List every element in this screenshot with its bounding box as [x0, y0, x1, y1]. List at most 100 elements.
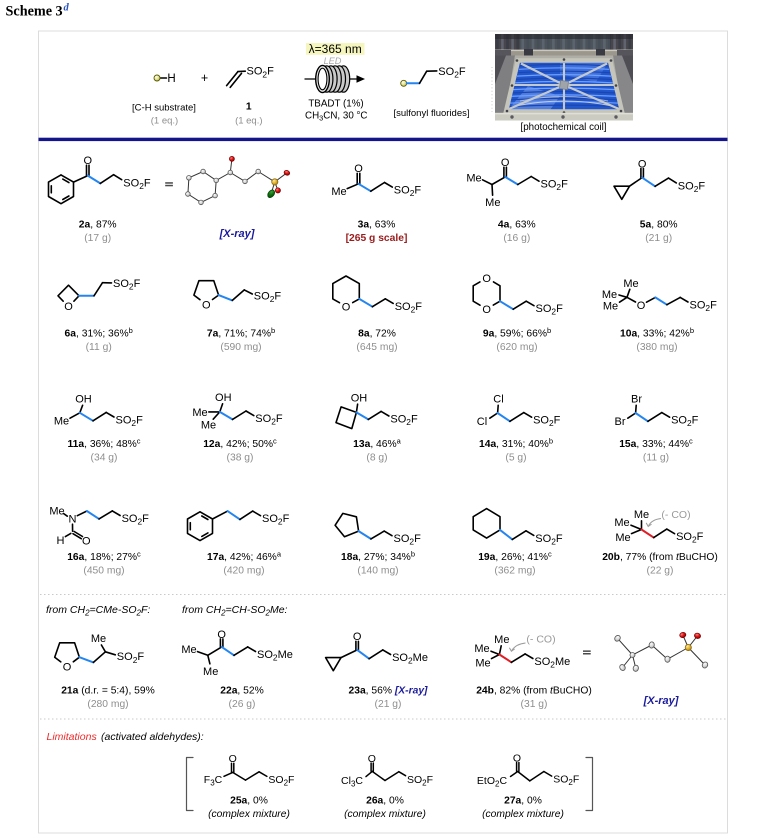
svg-text:10a, 33%; 42%b: 10a, 33%; 42%b — [620, 326, 694, 340]
svg-text:SO2​F: SO2​F — [117, 651, 145, 665]
svg-text:O: O — [84, 155, 93, 167]
svg-text:O: O — [501, 157, 510, 169]
svg-text:F3​C: F3​C — [204, 774, 223, 788]
svg-text:O: O — [82, 535, 91, 547]
svg-text:SO2​F: SO2​F — [553, 774, 579, 788]
svg-text:(1 eq.): (1 eq.) — [151, 115, 178, 126]
svg-text:Me: Me — [91, 633, 106, 645]
svg-text:O: O — [229, 753, 237, 765]
svg-text:Me: Me — [201, 419, 216, 431]
svg-text:LED: LED — [324, 56, 342, 66]
svg-text:SO2​F: SO2​F — [395, 301, 423, 315]
svg-text:Me: Me — [494, 634, 509, 646]
svg-text:SO2​F: SO2​F — [268, 774, 294, 788]
svg-text:O: O — [64, 301, 73, 313]
svg-text:O: O — [368, 753, 376, 765]
svg-text:SO2​F: SO2​F — [536, 303, 564, 317]
svg-text:SO2​F: SO2​F — [407, 774, 433, 788]
svg-text:Me: Me — [603, 300, 618, 312]
svg-text:(17 g): (17 g) — [84, 233, 111, 244]
svg-text:(645 mg): (645 mg) — [356, 342, 397, 353]
svg-text:O: O — [638, 158, 647, 170]
svg-text:(complex mixture): (complex mixture) — [344, 809, 426, 820]
svg-text:SO2​F: SO2​F — [394, 185, 422, 199]
svg-text:[X-ray]: [X-ray] — [219, 228, 255, 240]
svg-text:OH: OH — [75, 393, 92, 405]
svg-text:(16 g): (16 g) — [503, 233, 530, 244]
svg-text:1: 1 — [246, 102, 252, 113]
svg-text:(8 g): (8 g) — [366, 453, 387, 464]
svg-text:N: N — [69, 514, 77, 526]
svg-text:24b, 82% (from tBuCHO): 24b, 82% (from tBuCHO) — [476, 686, 592, 697]
svg-text:Scheme 3: Scheme 3 — [6, 3, 63, 19]
svg-text:Me: Me — [474, 643, 489, 655]
svg-text:SO2​Me: SO2​Me — [392, 652, 428, 666]
svg-text:EtO2​C: EtO2​C — [477, 775, 508, 789]
svg-text:(31 g): (31 g) — [521, 699, 548, 710]
svg-text:SO2​F: SO2​F — [123, 178, 151, 192]
svg-text:25a, 0%: 25a, 0% — [230, 796, 268, 807]
svg-text:O: O — [513, 752, 521, 764]
svg-text:λ=365 nm: λ=365 nm — [309, 42, 362, 56]
svg-text:26a, 0%: 26a, 0% — [366, 796, 404, 807]
svg-text:from CH2=CH-SO2Me:: from CH2=CH-SO2Me: — [182, 604, 288, 618]
svg-text:O: O — [637, 300, 646, 312]
svg-text:Me: Me — [203, 666, 218, 678]
svg-text:22a, 52%: 22a, 52% — [220, 686, 264, 697]
svg-text:d: d — [64, 3, 70, 14]
svg-text:SO2​F: SO2​F — [113, 278, 141, 292]
svg-text:15a, 33%; 44%c: 15a, 33%; 44%c — [619, 437, 693, 451]
svg-text:(1 eq.): (1 eq.) — [235, 115, 262, 126]
svg-text:9a, 59%; 66%b: 9a, 59%; 66%b — [483, 326, 551, 340]
svg-text:(5 g): (5 g) — [505, 453, 526, 464]
svg-text:[photochemical coil]: [photochemical coil] — [520, 122, 606, 133]
svg-text:(26 g): (26 g) — [229, 699, 256, 710]
svg-text:(280 mg): (280 mg) — [87, 699, 128, 710]
svg-text:4a, 63%: 4a, 63% — [498, 220, 536, 231]
svg-text:(22 g): (22 g) — [647, 566, 674, 577]
svg-text:O: O — [342, 301, 351, 313]
svg-text:[265 g scale]: [265 g scale] — [346, 233, 408, 244]
svg-text:Me: Me — [475, 657, 490, 669]
svg-text:12a, 42%; 50%c: 12a, 42%; 50%c — [203, 437, 277, 451]
svg-text:Me: Me — [49, 505, 64, 517]
svg-text:17a, 42%; 46%a: 17a, 42%; 46%a — [207, 550, 282, 564]
svg-text:O: O — [202, 299, 211, 311]
svg-text:SO2​F: SO2​F — [255, 413, 283, 427]
svg-text:O: O — [354, 163, 363, 175]
svg-text:Cl: Cl — [477, 416, 487, 428]
svg-text:(activated aldehydes):: (activated aldehydes): — [101, 731, 204, 743]
svg-text:Br: Br — [631, 393, 642, 405]
svg-text:(- CO): (- CO) — [661, 509, 690, 521]
svg-text:SO2​Me: SO2​Me — [257, 649, 293, 663]
svg-text:6a, 31%; 36%b: 6a, 31%; 36%b — [65, 326, 133, 340]
svg-text:Me: Me — [634, 509, 649, 521]
svg-text:H: H — [167, 73, 175, 85]
svg-text:SO2​F: SO2​F — [262, 513, 290, 527]
svg-text:20b, 77% (from tBuCHO): 20b, 77% (from tBuCHO) — [602, 552, 718, 563]
svg-text:[C-H substrate]: [C-H substrate] — [132, 103, 196, 114]
svg-text:SO2​F: SO2​F — [390, 413, 418, 427]
svg-text:(140 mg): (140 mg) — [357, 566, 398, 577]
svg-text:(11 g): (11 g) — [86, 342, 112, 353]
svg-text:Me: Me — [614, 517, 629, 529]
svg-text:SO2​F: SO2​F — [116, 414, 144, 428]
svg-text:(450 mg): (450 mg) — [83, 566, 124, 577]
svg-text:(- CO): (- CO) — [526, 634, 555, 646]
svg-text:21a (d.r. = 5:4), 59%: 21a (d.r. = 5:4), 59% — [61, 686, 155, 697]
svg-text:O: O — [482, 304, 491, 316]
svg-text:(620 mg): (620 mg) — [496, 342, 537, 353]
svg-text:(34 g): (34 g) — [91, 453, 118, 464]
svg-text:O: O — [63, 661, 72, 673]
svg-text:(362 mg): (362 mg) — [494, 566, 535, 577]
svg-text:27a, 0%: 27a, 0% — [504, 796, 542, 807]
svg-text:Me: Me — [602, 289, 617, 301]
svg-text:18a, 27%; 34%b: 18a, 27%; 34%b — [341, 550, 415, 564]
svg-text:Me: Me — [181, 644, 196, 656]
svg-text:(11 g): (11 g) — [643, 453, 669, 464]
svg-text:O: O — [353, 631, 362, 643]
svg-text:from CH2=CMe-SO2F:: from CH2=CMe-SO2F: — [46, 604, 150, 618]
svg-text:(590 mg): (590 mg) — [220, 342, 261, 353]
svg-text:OH: OH — [351, 392, 368, 404]
svg-text:19a, 26%; 41%c: 19a, 26%; 41%c — [478, 550, 552, 564]
